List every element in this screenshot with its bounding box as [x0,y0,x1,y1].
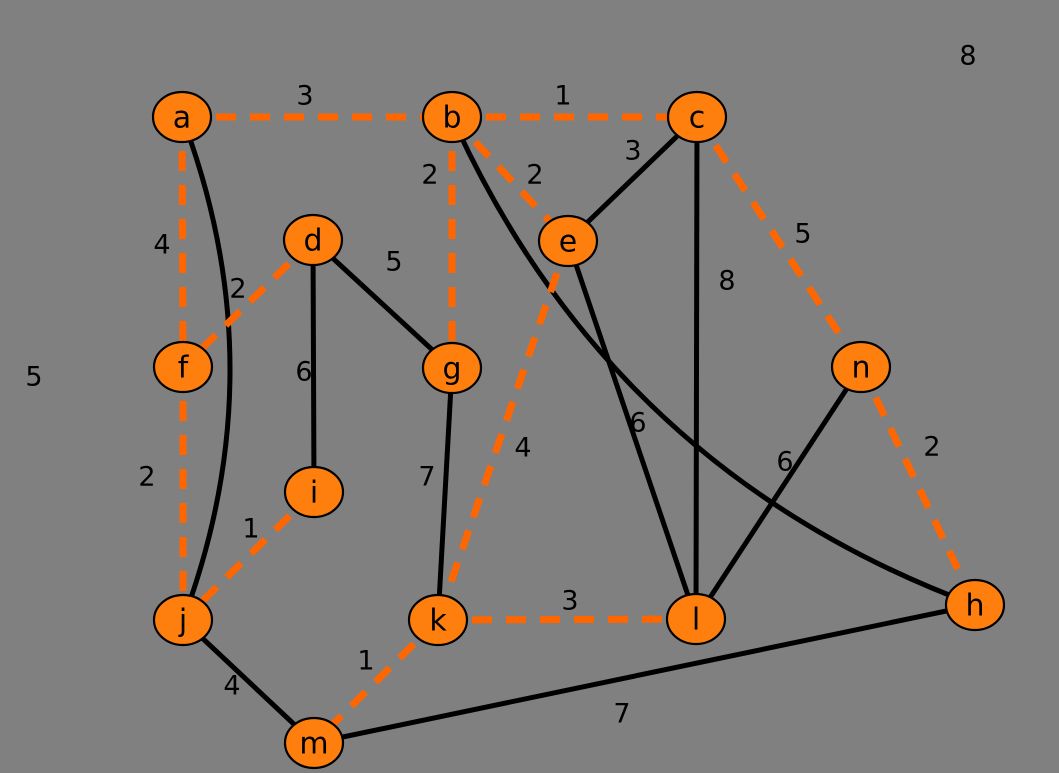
edge-weight-h-m: 7 [613,699,630,730]
graph-node-j[interactable]: j [152,593,214,647]
node-label-n: n [851,351,870,386]
node-label-m: m [299,727,328,762]
node-label-k: k [429,604,447,639]
graph-node-m[interactable]: m [283,716,345,770]
graph-edge-a-j [179,116,233,621]
node-shape-d [282,213,344,267]
graph-node-a[interactable]: a [151,90,213,144]
graph-edge-l-n [693,365,864,621]
graph-edge-i-j [180,489,317,623]
graph-node-n[interactable]: n [830,340,892,394]
graph-edge-e-k [434,239,572,622]
graph-node-e[interactable]: e [537,214,599,268]
node-label-i: i [310,476,318,511]
graph-edge-c-n [694,115,864,369]
graph-edge-d-g [311,238,454,370]
node-shape-j [152,593,214,647]
edge-weight-j-m: 4 [223,671,240,702]
node-shape-e [537,214,599,268]
node-shape-i [283,465,345,519]
graph-edge-b-e [449,114,571,244]
node-label-h: h [965,589,984,624]
node-label-g: g [442,352,461,387]
edge-labels-layer: 3 4 5 1 2 2 8 3 8 5 2 5 6 4 6 2 7 7 1 4 3 1 6 2 [25,41,976,730]
graph-edge-c-e [566,115,699,243]
node-shape-f [152,340,214,394]
graph-node-f[interactable]: f [152,340,214,394]
graph-node-d[interactable]: d [282,213,344,267]
graph-edge-e-l [565,240,699,620]
edge-weight-n-h: 2 [923,432,940,463]
node-label-l: l [692,603,700,638]
edges-layer [178,113,979,746]
graph-edge-d-i [310,239,317,493]
node-label-f: f [178,351,190,386]
graph-edge-b-h [449,115,976,608]
edge-weight-k-m: 1 [357,646,374,677]
node-label-b: b [442,101,461,136]
graph-node-c[interactable]: c [666,90,728,144]
graph-edge-k-m [311,617,441,746]
edge-weight-a-b: 3 [296,81,313,112]
edge-weight-e-l: 6 [629,408,646,439]
node-label-c: c [689,101,706,136]
edge-weight-d-f: 2 [229,274,246,305]
node-label-a: a [173,101,191,136]
graph-edge-a-f [178,116,187,368]
graph-edge-n-h [857,365,979,607]
graph-edge-g-k [435,367,455,621]
graph-edge-d-f [180,237,316,370]
graph-node-l[interactable]: l [665,592,727,646]
graph-edge-k-l [437,615,697,624]
graph-node-h[interactable]: h [944,578,1006,632]
edge-weight-b-e: 2 [526,160,543,191]
node-shape-n [830,340,892,394]
graph-edge-c-l [693,116,700,620]
edge-weight-d-g: 5 [385,247,402,278]
edge-weight-f-j: 2 [138,462,155,493]
graph-node-i[interactable]: i [283,465,345,519]
node-shape-l [665,592,727,646]
graph-node-g[interactable]: g [421,341,483,395]
graph-edge-h-m [313,602,976,746]
edge-weight-c-n: 5 [794,219,811,250]
graph-edge-j-m [181,618,316,745]
edge-weight-l-n: 6 [776,447,793,478]
node-shape-g [421,341,483,395]
edge-weight-d-i: 6 [295,357,312,388]
edge-weight-b-c: 1 [554,81,571,112]
edge-weight-b-g: 2 [421,160,438,191]
node-label-j: j [178,604,187,639]
node-shape-a [151,90,213,144]
edge-weight-i-j: 1 [242,514,259,545]
node-label-d: d [303,224,322,259]
node-shape-h [944,578,1006,632]
edge-weight-b-h: 8 [959,41,976,72]
edge-weight-a-f: 4 [153,230,170,261]
edge-weight-k-l: 3 [561,586,578,617]
graph-node-k[interactable]: k [407,593,469,647]
node-shape-m [283,716,345,770]
node-shape-c [666,90,728,144]
graph-node-b[interactable]: b [421,90,483,144]
node-label-e: e [559,225,577,260]
edge-weight-e-k: 4 [514,433,531,464]
edge-weight-a-j: 5 [25,362,42,393]
edge-weight-c-e: 3 [624,136,641,167]
edge-weight-c-l: 8 [718,266,735,297]
edge-weight-g-k: 7 [418,462,435,493]
nodes-layer: a b c d e f g h i j k l m n [151,90,1006,770]
node-shape-k [407,593,469,647]
node-shape-b [421,90,483,144]
